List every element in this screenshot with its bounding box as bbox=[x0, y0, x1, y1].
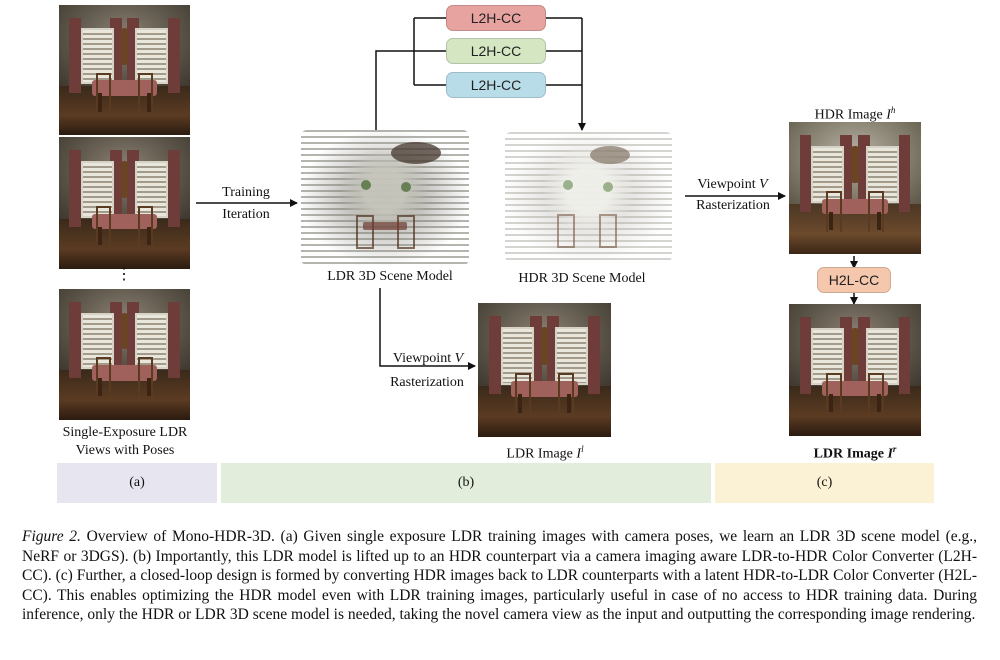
raster-top-label: Rasterization bbox=[696, 198, 770, 213]
h2l-cc-label: H2L-CC bbox=[828, 272, 880, 288]
ldr-image-text: LDR Image bbox=[506, 446, 573, 462]
l2h-cc-label: L2H-CC bbox=[470, 77, 522, 93]
views-label: Single-Exposure LDR Views with Poses bbox=[40, 424, 210, 460]
iteration-label: Iteration bbox=[196, 206, 296, 224]
section-a-band: (a) bbox=[57, 463, 217, 503]
viewpoint-top-var: V bbox=[759, 177, 768, 192]
l2h-cc-box-blue: L2H-CC bbox=[446, 72, 546, 98]
l2h-cc-label: L2H-CC bbox=[470, 10, 522, 26]
hdr-image-sup: h bbox=[890, 105, 896, 115]
section-b-label: (b) bbox=[457, 475, 475, 490]
hdr-model-label: HDR 3D Scene Model bbox=[518, 271, 646, 286]
ldr-image-label: LDR Image Il bbox=[480, 440, 610, 464]
hdr-image-label: HDR Image Ih bbox=[790, 101, 920, 125]
hdr-image-rendered bbox=[789, 122, 921, 254]
ldr-3d-scene-model bbox=[301, 130, 469, 265]
section-c-band: (c) bbox=[715, 463, 934, 503]
ldr-image-r-var: I bbox=[887, 446, 893, 462]
input-view-2 bbox=[59, 137, 190, 269]
section-b-band: (b) bbox=[221, 463, 711, 503]
views-label-line2: Views with Poses bbox=[75, 443, 175, 458]
training-label-line2: Iteration bbox=[222, 207, 270, 222]
caption-text: Overview of Mono-HDR-3D. (a) Given singl… bbox=[22, 528, 977, 623]
viewpoint-top-text: Viewpoint bbox=[697, 177, 756, 192]
figure-caption: Figure 2. Overview of Mono-HDR-3D. (a) G… bbox=[22, 527, 977, 625]
h2l-cc-box: H2L-CC bbox=[817, 267, 891, 293]
section-a-label: (a) bbox=[129, 475, 145, 490]
caption-figure-number: Figure 2. bbox=[22, 528, 81, 545]
ldr-image-reconverted bbox=[789, 304, 921, 436]
input-view-1 bbox=[59, 5, 190, 135]
arrow-to-ldr-image bbox=[379, 288, 476, 370]
l2h-cc-label: L2H-CC bbox=[470, 43, 522, 59]
ldr-image-r-sup: r bbox=[892, 444, 897, 454]
views-label-line1: Single-Exposure LDR bbox=[62, 425, 188, 440]
viewpoint-bottom-label: Viewpoint V bbox=[378, 350, 478, 368]
viewpoint-bottom-var: V bbox=[454, 351, 464, 366]
views-ellipsis: ⋮ bbox=[116, 266, 132, 283]
training-label: Training bbox=[196, 184, 296, 202]
viewpoint-bottom-text: Viewpoint bbox=[392, 351, 452, 366]
section-c-label: (c) bbox=[816, 475, 833, 490]
viewpoint-top-label: Viewpoint V bbox=[685, 176, 780, 194]
l2h-cc-box-red: L2H-CC bbox=[446, 5, 546, 31]
l2h-cc-box-green: L2H-CC bbox=[446, 38, 546, 64]
training-label-line1: Training bbox=[222, 185, 270, 200]
ldr-image-r-label: LDR Image Ir bbox=[790, 440, 920, 464]
ldr-image-r-text: LDR Image bbox=[813, 446, 884, 462]
line-to-converters bbox=[375, 50, 414, 130]
raster-bottom-label: Rasterization bbox=[390, 375, 464, 390]
ldr-image-rendered bbox=[478, 303, 611, 437]
ldr-image-sup: l bbox=[581, 444, 584, 454]
ldr-image-var: I bbox=[576, 446, 582, 462]
ldr-model-label: LDR 3D Scene Model bbox=[327, 269, 453, 284]
input-view-3 bbox=[59, 289, 190, 420]
hdr-image-text: HDR Image bbox=[814, 107, 883, 123]
hdr-3d-scene-model bbox=[505, 132, 672, 262]
hdr-image-var: I bbox=[886, 107, 891, 123]
